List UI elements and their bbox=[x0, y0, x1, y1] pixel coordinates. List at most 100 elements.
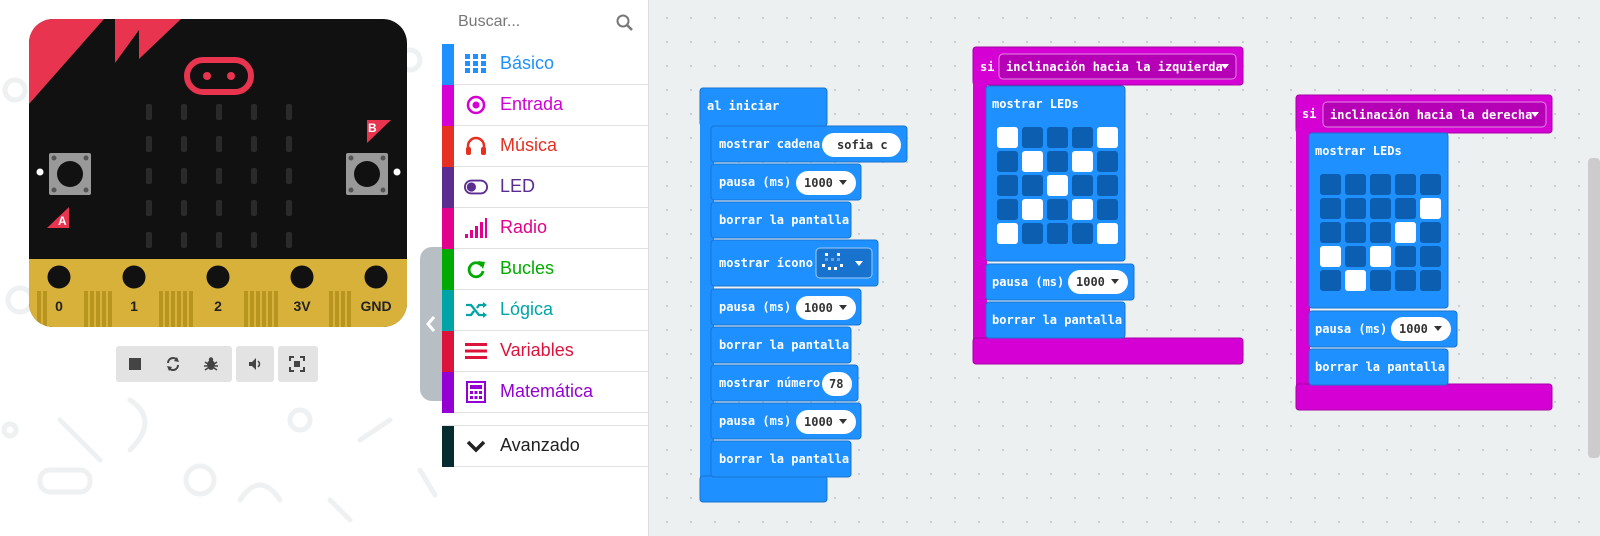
led-cell[interactable] bbox=[1395, 270, 1416, 291]
led-cell[interactable] bbox=[1097, 127, 1118, 148]
category-bucles[interactable]: Bucles bbox=[442, 249, 648, 290]
led-cell[interactable] bbox=[1097, 151, 1118, 172]
led-cell[interactable] bbox=[1370, 222, 1391, 243]
gesture-tilt-right-block[interactable]: si inclinación hacia la derecha mostrar … bbox=[1295, 94, 1553, 411]
category-avanzado[interactable]: Avanzado bbox=[442, 425, 648, 467]
pause-block[interactable]: pausa (ms) 1000 bbox=[710, 402, 862, 440]
led-cell[interactable] bbox=[1370, 246, 1391, 267]
led-cell[interactable] bbox=[1395, 174, 1416, 195]
category-entrada[interactable]: Entrada bbox=[442, 85, 648, 126]
led-cell[interactable] bbox=[1370, 198, 1391, 219]
gesture-dropdown[interactable] bbox=[998, 53, 1237, 80]
category-matematica[interactable]: Matemática bbox=[442, 372, 648, 413]
pause-block[interactable]: pausa (ms) 1000 bbox=[1308, 310, 1458, 348]
category-logica[interactable]: Lógica bbox=[442, 290, 648, 331]
logo-icon[interactable] bbox=[184, 57, 254, 95]
led-cell[interactable] bbox=[1097, 175, 1118, 196]
pause-dropdown[interactable] bbox=[796, 296, 856, 320]
led-cell[interactable] bbox=[1047, 199, 1068, 220]
led-cell[interactable] bbox=[1370, 174, 1391, 195]
show-leds-block[interactable]: mostrar LEDs bbox=[985, 85, 1126, 262]
led-cell[interactable] bbox=[1345, 222, 1366, 243]
show-leds-block[interactable]: mostrar LEDs bbox=[1308, 132, 1449, 309]
collapse-simulator-button[interactable] bbox=[420, 247, 442, 401]
gesture-tilt-left-block[interactable]: si inclinación hacia la izquierda mostra… bbox=[972, 46, 1244, 365]
pause-block[interactable]: pausa (ms) 1000 bbox=[710, 163, 862, 201]
show-number-block[interactable]: mostrar número 78 bbox=[710, 364, 859, 402]
led-cell[interactable] bbox=[1420, 198, 1441, 219]
led-cell[interactable] bbox=[1097, 199, 1118, 220]
number-input[interactable] bbox=[822, 372, 852, 396]
pin-gnd[interactable]: GND bbox=[359, 260, 393, 314]
pause-dropdown[interactable] bbox=[1391, 317, 1451, 341]
clear-screen-block[interactable]: borrar la pantalla bbox=[710, 326, 852, 364]
pin-3v[interactable]: 3V bbox=[285, 260, 319, 314]
led-cell[interactable] bbox=[1072, 175, 1093, 196]
led-cell[interactable] bbox=[1345, 270, 1366, 291]
led-cell[interactable] bbox=[1022, 151, 1043, 172]
gesture-dropdown[interactable] bbox=[1322, 101, 1547, 128]
workspace-scrollbar[interactable] bbox=[1588, 158, 1600, 458]
led-cell[interactable] bbox=[1320, 246, 1341, 267]
search-input[interactable] bbox=[458, 10, 608, 34]
category-musica[interactable]: Música bbox=[442, 126, 648, 167]
led-cell[interactable] bbox=[1395, 222, 1416, 243]
led-cell[interactable] bbox=[1320, 174, 1341, 195]
led-cell[interactable] bbox=[1072, 223, 1093, 244]
led-cell[interactable] bbox=[997, 151, 1018, 172]
led-cell[interactable] bbox=[1420, 246, 1441, 267]
led-cell[interactable] bbox=[1320, 270, 1341, 291]
pin-1[interactable]: 1 bbox=[117, 260, 151, 314]
search-icon[interactable] bbox=[616, 14, 634, 32]
led-cell[interactable] bbox=[1047, 127, 1068, 148]
led-cell[interactable] bbox=[1420, 174, 1441, 195]
led-cell[interactable] bbox=[997, 127, 1018, 148]
led-cell[interactable] bbox=[997, 223, 1018, 244]
led-editor[interactable] bbox=[997, 127, 1118, 244]
led-cell[interactable] bbox=[1320, 198, 1341, 219]
pin-0[interactable]: 0 bbox=[42, 260, 76, 314]
led-cell[interactable] bbox=[1370, 270, 1391, 291]
blocks-workspace[interactable]: al iniciar mostrar cadena sofia c pausa … bbox=[649, 0, 1600, 536]
led-cell[interactable] bbox=[1320, 222, 1341, 243]
led-cell[interactable] bbox=[1420, 222, 1441, 243]
led-cell[interactable] bbox=[1022, 175, 1043, 196]
debug-button[interactable] bbox=[192, 346, 230, 382]
icon-dropdown[interactable] bbox=[815, 247, 873, 279]
led-cell[interactable] bbox=[1047, 175, 1068, 196]
pin-2[interactable]: 2 bbox=[201, 260, 235, 314]
pause-dropdown[interactable] bbox=[1068, 270, 1128, 294]
clear-screen-block[interactable]: borrar la pantalla bbox=[710, 440, 852, 478]
led-cell[interactable] bbox=[1022, 199, 1043, 220]
led-cell[interactable] bbox=[1097, 223, 1118, 244]
pause-dropdown[interactable] bbox=[796, 410, 856, 434]
led-cell[interactable] bbox=[1395, 246, 1416, 267]
category-basico[interactable]: Básico bbox=[442, 44, 648, 85]
show-string-block[interactable]: mostrar cadena sofia c bbox=[710, 125, 908, 163]
on-start-block[interactable]: al iniciar mostrar cadena sofia c pausa … bbox=[699, 87, 908, 503]
microbit-board[interactable]: A B 0 1 2 3V GND bbox=[29, 19, 407, 327]
string-input[interactable] bbox=[822, 133, 901, 157]
button-b[interactable] bbox=[346, 153, 388, 195]
mute-button[interactable] bbox=[236, 346, 274, 382]
led-cell[interactable] bbox=[1345, 174, 1366, 195]
led-cell[interactable] bbox=[1395, 198, 1416, 219]
led-cell[interactable] bbox=[1345, 198, 1366, 219]
led-cell[interactable] bbox=[997, 175, 1018, 196]
show-icon-block[interactable]: mostrar ícono bbox=[710, 239, 879, 287]
restart-button[interactable] bbox=[154, 346, 192, 382]
led-cell[interactable] bbox=[1345, 246, 1366, 267]
led-cell[interactable] bbox=[997, 199, 1018, 220]
pause-block[interactable]: pausa (ms) 1000 bbox=[985, 263, 1135, 301]
category-radio[interactable]: Radio bbox=[442, 208, 648, 249]
led-cell[interactable] bbox=[1420, 270, 1441, 291]
pause-block[interactable]: pausa (ms) 1000 bbox=[710, 288, 862, 326]
led-cell[interactable] bbox=[1022, 127, 1043, 148]
led-cell[interactable] bbox=[1047, 223, 1068, 244]
led-cell[interactable] bbox=[1047, 151, 1068, 172]
led-cell[interactable] bbox=[1022, 223, 1043, 244]
led-editor[interactable] bbox=[1320, 174, 1441, 291]
led-cell[interactable] bbox=[1072, 151, 1093, 172]
category-led[interactable]: LED bbox=[442, 167, 648, 208]
led-cell[interactable] bbox=[1072, 199, 1093, 220]
